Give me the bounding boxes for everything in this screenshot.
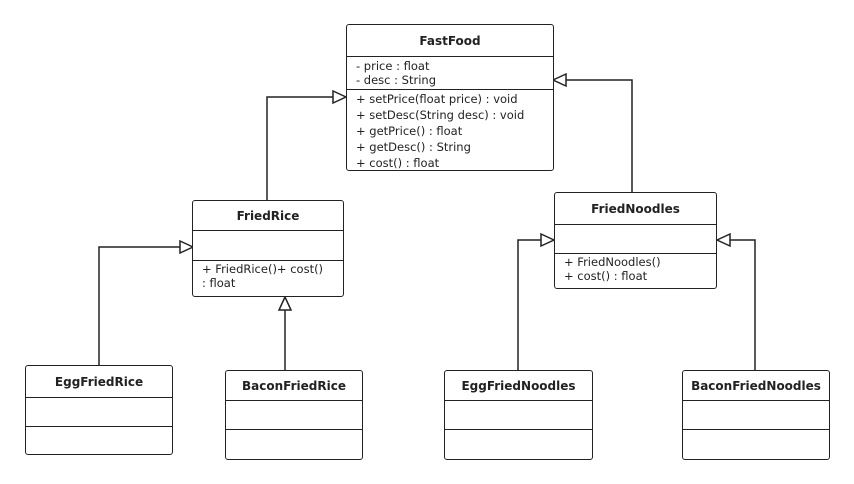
operations-compartment: + FriedNoodles() + cost() : float xyxy=(555,254,716,283)
edge-eggfriedrice-friedrice xyxy=(98,246,180,365)
arrowhead-friedrice-bottom xyxy=(277,295,293,311)
operation: + cost() : float xyxy=(356,156,440,170)
attributes-compartment xyxy=(193,231,343,261)
class-baconfriednoodles[interactable]: BaconFriedNoodles xyxy=(682,370,830,460)
attributes-compartment xyxy=(683,401,829,430)
class-name: FastFood xyxy=(347,25,553,57)
edge-eggfriednoodles-friednoodles xyxy=(517,239,541,370)
edge-friedrice-fastfood xyxy=(266,96,333,200)
operations-compartment: + FriedRice()+ cost() : float xyxy=(193,261,343,290)
arrowhead-friednoodles-right xyxy=(715,232,731,248)
operations-compartment: + setPrice(float price) : void + setDesc… xyxy=(347,90,553,171)
attributes-compartment xyxy=(26,398,172,427)
operation: + FriedNoodles() xyxy=(564,255,661,269)
operation: + setDesc(String desc) : void xyxy=(356,108,525,122)
class-friednoodles[interactable]: FriedNoodles + FriedNoodles() + cost() :… xyxy=(554,192,717,289)
arrowhead-friednoodles-left xyxy=(540,232,556,248)
attribute: - price : float xyxy=(356,59,430,73)
class-friedrice[interactable]: FriedRice + FriedRice()+ cost() : float xyxy=(192,200,344,297)
arrowhead-fastfood-right xyxy=(551,72,567,88)
arrowhead-fastfood-left xyxy=(332,89,348,105)
class-name: EggFriedNoodles xyxy=(445,371,592,401)
operation: + getDesc() : String xyxy=(356,140,471,154)
class-name: FriedNoodles xyxy=(555,193,716,225)
operation: : float xyxy=(202,276,236,290)
operation: + getPrice() : float xyxy=(356,124,463,138)
operation: + cost() : float xyxy=(564,269,648,283)
class-name: EggFriedRice xyxy=(26,366,172,398)
class-eggfriednoodles[interactable]: EggFriedNoodles xyxy=(444,370,593,460)
class-name: FriedRice xyxy=(193,201,343,231)
attribute: - desc : String xyxy=(356,73,437,87)
attributes-compartment xyxy=(555,225,716,254)
edge-baconfriednoodles-friednoodles xyxy=(730,239,756,370)
attributes-compartment xyxy=(226,401,362,430)
operation: + setPrice(float price) : void xyxy=(356,92,518,106)
class-name: BaconFriedNoodles xyxy=(683,371,829,401)
class-name: BaconFriedRice xyxy=(226,371,362,401)
attributes-compartment: - price : float - desc : String xyxy=(347,57,553,90)
operation: + FriedRice()+ cost() xyxy=(202,262,324,276)
edge-friednoodles-fastfood xyxy=(566,79,633,192)
arrowhead-friedrice-left xyxy=(179,239,195,255)
class-eggfriedrice[interactable]: EggFriedRice xyxy=(25,365,173,455)
class-fastfood[interactable]: FastFood - price : float - desc : String… xyxy=(346,24,554,171)
class-baconfriedrice[interactable]: BaconFriedRice xyxy=(225,370,363,460)
attributes-compartment xyxy=(445,401,592,430)
